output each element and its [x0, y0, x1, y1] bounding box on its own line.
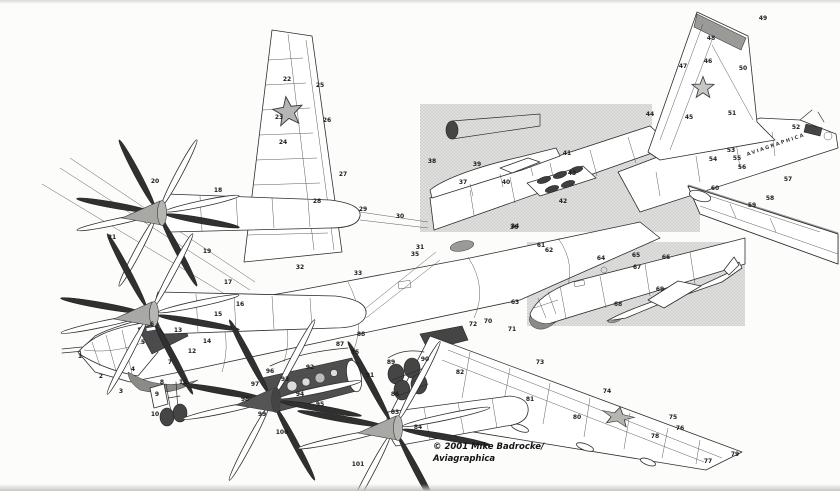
spinner-base-ring: [271, 387, 281, 413]
gear-door: [149, 383, 169, 409]
bombs: [537, 166, 583, 193]
propellers: [60, 139, 491, 491]
main-aircraft: [41, 29, 743, 491]
inset-weapons-bay-detail: [429, 113, 673, 231]
rear-fuselage-side: [617, 117, 839, 213]
tail-side-view: [617, 11, 839, 265]
copyright-notice: © 2001 Mike Badrocke/ Aviagraphica: [433, 442, 544, 466]
chin-fairing: [127, 371, 199, 393]
spinner-base-ring: [157, 200, 167, 226]
tail-turret: [799, 109, 833, 141]
tailplane-bullet-fairing: [688, 189, 712, 203]
dorsal-turret: [449, 240, 475, 252]
inset-nose-missile-detail: [529, 237, 746, 330]
copyright-line1: © 2001 Mike Badrocke/: [433, 442, 545, 452]
drogue-cap: [445, 120, 459, 140]
scan-edge-bottom: [0, 484, 840, 491]
propeller-blade: [118, 219, 156, 287]
nose-landing-gear: [149, 381, 188, 427]
missile-in-flight: [606, 256, 743, 324]
fin-tip-cap: [693, 13, 747, 51]
spinner-base-ring: [149, 301, 159, 327]
copyright-line2: Aviagraphica: [433, 453, 496, 464]
spinner-base-ring: [393, 415, 403, 441]
propeller-blade: [228, 406, 269, 481]
scan-edge-top: [0, 0, 840, 4]
nose-chin-shade: [529, 315, 557, 330]
propeller-blade: [347, 435, 391, 491]
starboard-wing: [387, 335, 743, 471]
propeller-blade: [118, 139, 155, 207]
